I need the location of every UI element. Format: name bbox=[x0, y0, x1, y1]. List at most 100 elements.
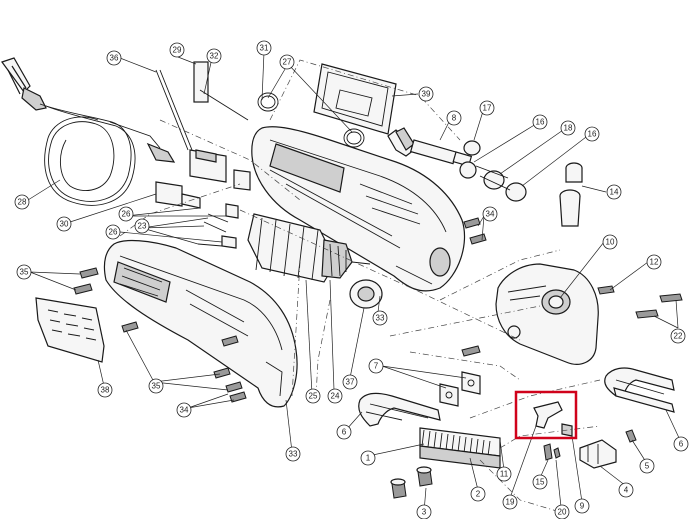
highlighted-clip bbox=[533, 401, 573, 437]
callout-bubble bbox=[673, 436, 689, 452]
callout-bubble bbox=[532, 114, 548, 130]
small-parts bbox=[390, 429, 637, 499]
callout-number: 35 bbox=[152, 382, 161, 391]
callout-c20: 20 bbox=[554, 504, 570, 519]
callout-c28: 28 bbox=[14, 194, 30, 210]
callout-c16a: 16 bbox=[532, 114, 548, 130]
callout-bubble bbox=[336, 424, 352, 440]
callout-c7: 7 bbox=[368, 358, 384, 374]
callout-c12: 12 bbox=[646, 254, 662, 270]
callout-c22: 22 bbox=[670, 328, 686, 344]
callout-c14: 14 bbox=[606, 184, 622, 200]
callout-number: 34 bbox=[486, 210, 495, 219]
callout-bubble bbox=[105, 224, 121, 240]
callout-number: 32 bbox=[210, 52, 219, 61]
switch-cover bbox=[313, 63, 397, 135]
callout-c36: 36 bbox=[106, 50, 122, 66]
highlight-box bbox=[514, 390, 578, 440]
callout-c35b: 35 bbox=[148, 378, 164, 394]
callout-number: 29 bbox=[173, 46, 182, 55]
callout-number: 30 bbox=[60, 220, 69, 229]
callout-number: 4 bbox=[624, 486, 629, 495]
callout-number: 10 bbox=[606, 238, 615, 247]
assembly-axes bbox=[119, 59, 601, 513]
callout-c11: 11 bbox=[496, 466, 512, 482]
callout-bubble bbox=[342, 374, 358, 390]
callout-bubble bbox=[470, 486, 486, 502]
upper-housing bbox=[251, 126, 466, 292]
callout-c30: 30 bbox=[56, 216, 72, 232]
callout-bubble bbox=[327, 388, 343, 404]
callout-number: 38 bbox=[101, 386, 110, 395]
callout-bubble bbox=[372, 310, 388, 326]
callout-bubble bbox=[305, 388, 321, 404]
callout-c10: 10 bbox=[602, 234, 618, 250]
callout-c6a: 6 bbox=[336, 424, 352, 440]
callout-c15: 15 bbox=[532, 474, 548, 490]
callout-bubble bbox=[602, 234, 618, 250]
callout-c6b: 6 bbox=[673, 436, 689, 452]
callout-c39: 39 bbox=[418, 86, 434, 102]
callout-number: 36 bbox=[110, 54, 119, 63]
callout-number: 22 bbox=[674, 332, 683, 341]
brush-plates bbox=[439, 371, 481, 407]
callout-bubble bbox=[639, 458, 655, 474]
callout-number: 16 bbox=[588, 130, 597, 139]
callout-number: 6 bbox=[342, 428, 347, 437]
callout-number: 19 bbox=[506, 498, 515, 507]
callout-number: 5 bbox=[645, 462, 650, 471]
callout-c3: 3 bbox=[416, 504, 432, 519]
callout-c34a: 34 bbox=[482, 206, 498, 222]
callout-c32: 32 bbox=[206, 48, 222, 64]
callout-number: 33 bbox=[289, 450, 298, 459]
callout-bubble bbox=[646, 254, 662, 270]
callout-number: 28 bbox=[18, 198, 27, 207]
armature-shaft bbox=[387, 127, 527, 202]
callout-c26a: 26 bbox=[118, 206, 134, 222]
comb-blade bbox=[419, 427, 501, 469]
callout-number: 31 bbox=[260, 44, 269, 53]
grip-cover bbox=[35, 297, 105, 363]
callout-c34b: 34 bbox=[176, 402, 192, 418]
callout-bubble bbox=[446, 110, 462, 126]
callout-bubble bbox=[574, 498, 590, 514]
callout-number: 20 bbox=[558, 508, 567, 517]
callout-number: 11 bbox=[500, 470, 509, 479]
callout-c8: 8 bbox=[446, 110, 462, 126]
callout-bubble bbox=[606, 184, 622, 200]
callout-c35a: 35 bbox=[16, 264, 32, 280]
callout-number: 16 bbox=[536, 118, 545, 127]
callout-c33b: 33 bbox=[285, 446, 301, 462]
callout-c5: 5 bbox=[639, 458, 655, 474]
callout-number: 15 bbox=[536, 478, 545, 487]
callout-bubble bbox=[106, 50, 122, 66]
callout-bubble bbox=[279, 54, 295, 70]
callout-bubble bbox=[416, 504, 432, 519]
callout-c16b: 16 bbox=[584, 126, 600, 142]
brush-parts bbox=[155, 61, 251, 249]
callout-number: 23 bbox=[138, 222, 147, 231]
callout-c19: 19 bbox=[502, 494, 518, 510]
callout-bubble bbox=[482, 206, 498, 222]
callout-bubble bbox=[176, 402, 192, 418]
callout-c18: 18 bbox=[560, 120, 576, 136]
callout-number: 26 bbox=[109, 228, 118, 237]
callout-bubble bbox=[134, 218, 150, 234]
callout-number: 24 bbox=[331, 392, 340, 401]
callout-number: 18 bbox=[564, 124, 573, 133]
callout-number: 34 bbox=[180, 406, 189, 415]
callout-c17: 17 bbox=[479, 100, 495, 116]
callout-number: 25 bbox=[309, 392, 318, 401]
callout-bubble bbox=[554, 504, 570, 519]
callout-number: 39 bbox=[422, 90, 431, 99]
callout-bubble bbox=[584, 126, 600, 142]
callout-number: 1 bbox=[366, 454, 371, 463]
callout-c23: 23 bbox=[134, 218, 150, 234]
screws bbox=[73, 217, 683, 403]
callout-number: 3 bbox=[422, 508, 427, 517]
callout-bubble bbox=[496, 466, 512, 482]
callout-number: 35 bbox=[20, 268, 29, 277]
callout-bubble bbox=[360, 450, 376, 466]
